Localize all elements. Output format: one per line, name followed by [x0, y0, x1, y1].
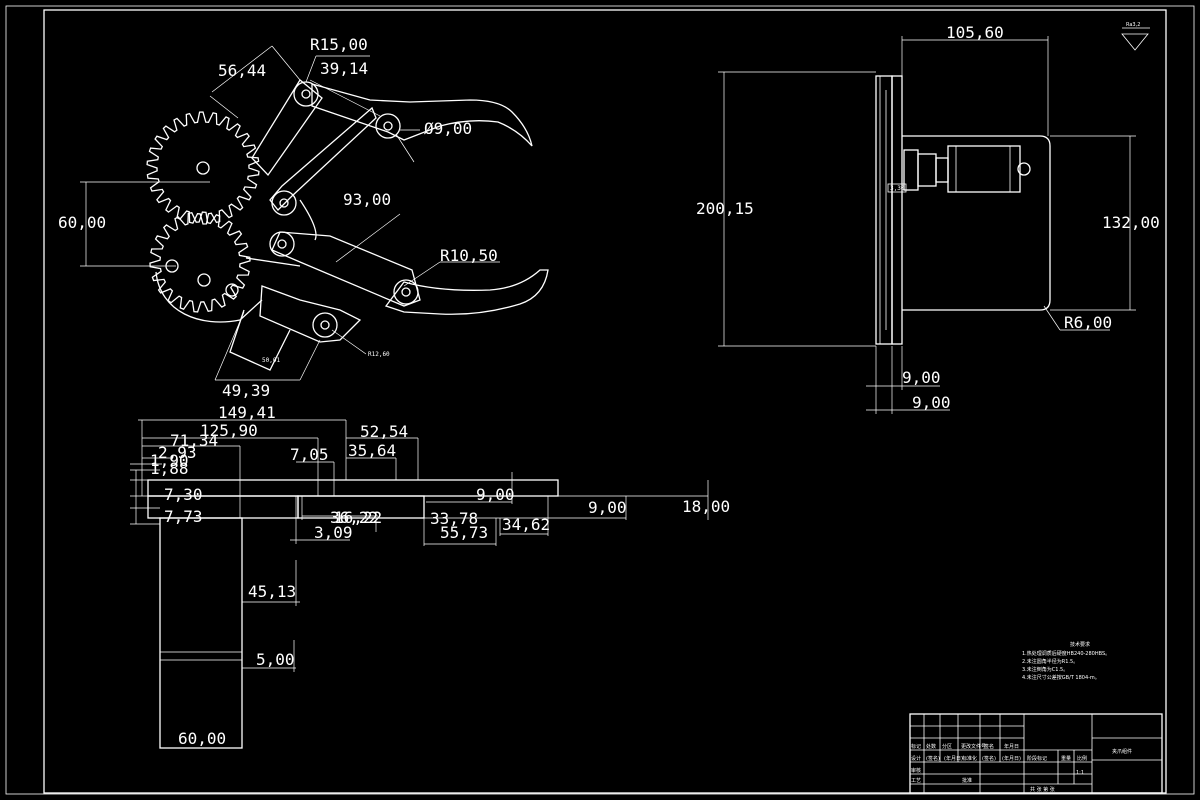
- dim-1-90: 1,90: [150, 451, 189, 470]
- roughness-value: Ra3,2: [1126, 22, 1140, 28]
- dim-7-30: 7,30: [164, 485, 203, 504]
- roughness-symbol: Ra3,2: [1121, 22, 1150, 51]
- dim-34-62: 34,62: [502, 515, 550, 534]
- standard-label: 标准化: [962, 755, 977, 762]
- dim-18: 18,00: [682, 497, 730, 516]
- dim-phi9: Ø9,00: [424, 119, 472, 138]
- dim-7-73: 7,73: [164, 507, 203, 526]
- dim-16-22: 16,22: [334, 508, 382, 527]
- scale-value: 1:1: [1076, 770, 1084, 776]
- dim-9-b: 9,00: [912, 393, 951, 412]
- dim-small-2: R12,60: [368, 351, 390, 358]
- dim-132: 132,00: [1102, 213, 1160, 232]
- lower-view: 149,41 125,90 71,34 52,54 2,93 1,90 1,88…: [130, 403, 730, 749]
- dim-3-09: 3,09: [314, 523, 353, 542]
- dim-9-b: 9,00: [588, 498, 627, 517]
- gripper-dimensions: [80, 45, 500, 381]
- standard-sign: (签名): [982, 755, 996, 762]
- dim-5: 5,00: [256, 650, 295, 669]
- process-label: 工艺: [911, 778, 921, 784]
- drawing-name: 夹爪组件: [1112, 748, 1132, 755]
- dim-71-34: 71,34: [170, 431, 218, 450]
- dim-r10-50: R10,50: [440, 246, 498, 265]
- row-label-change: 更改文件号: [961, 743, 986, 750]
- upper-finger: [269, 83, 533, 241]
- title-block: 夹爪组件 1:1 标记 处数 分区 更改文件号 签名 年月日 设计 (签名) (…: [909, 713, 1163, 794]
- dim-small-1: 50,01: [262, 357, 280, 364]
- dim-49-39: 49,39: [222, 381, 270, 400]
- tech-notes-title: 技术要求: [1070, 641, 1090, 648]
- tech-note-2: 2.未注圆角半径为R1.5。: [1022, 658, 1078, 665]
- dim-9-a: 9,00: [476, 485, 515, 504]
- dim-149-41: 149,41: [218, 403, 276, 422]
- design-label: 设计: [911, 755, 921, 762]
- lower-dimensions: [130, 419, 709, 749]
- dim-9-a: 9,00: [902, 368, 941, 387]
- dim-35-64: 35,64: [348, 441, 396, 460]
- stage-mark-header: 阶段标记: [1027, 755, 1047, 762]
- tech-note-1: 1.热处理调质后硬度HB240-280HBS。: [1022, 650, 1110, 657]
- row-label-zone: 分区: [942, 743, 952, 750]
- design-date: (年月日): [944, 755, 963, 762]
- dim-55-73: 55,73: [440, 523, 488, 542]
- drawing-frame: [5, 5, 1195, 795]
- dim-60: 60,00: [58, 213, 106, 232]
- lower-finger: [229, 269, 549, 371]
- dim-1-88: 1,88: [150, 459, 189, 478]
- standard-date: (年月日): [1002, 755, 1021, 762]
- sheet-count: 共 张 第 张: [1030, 786, 1055, 793]
- side-dimensions: [718, 36, 1136, 414]
- dim-36-22: 36,22: [330, 508, 378, 527]
- tech-note-4: 4.未注尺寸公差按GB/T 1804-m。: [1022, 674, 1100, 681]
- upper-gear: [146, 111, 260, 225]
- dim-93: 93,00: [343, 190, 391, 209]
- row-label-sign: 签名: [984, 743, 994, 750]
- dim-39-14: 39,14: [320, 59, 368, 78]
- technical-requirements: 技术要求 1.热处理调质后硬度HB240-280HBS。 2.未注圆角半径为R1…: [1022, 641, 1110, 681]
- review-label: 审核: [911, 767, 921, 774]
- tech-note-3: 3.未注倒角为C1.5。: [1022, 666, 1068, 673]
- dim-45-13: 45,13: [248, 582, 296, 601]
- weight-header: 重量: [1061, 755, 1071, 762]
- approve-label: 批准: [962, 777, 972, 784]
- dim-r15: R15,00: [310, 35, 368, 54]
- gripper-front-view: 56,44 R15,00 39,14 Ø9,00 60,00 93,00 R10…: [58, 35, 549, 400]
- dim-33-78: 33,78: [430, 509, 478, 528]
- dim-r6: R6,00: [1064, 313, 1112, 332]
- dim-105-60: 105,60: [946, 23, 1004, 42]
- scale-header: 比例: [1077, 755, 1087, 762]
- row-label-count: 处数: [926, 743, 936, 750]
- dim-small-a: 3,30: [890, 185, 905, 192]
- dim-2-93: 2,93: [158, 443, 197, 462]
- motor: [903, 145, 1031, 193]
- design-sign: (签名): [926, 755, 940, 762]
- dim-56-44: 56,44: [218, 61, 266, 80]
- dim-60: 60,00: [178, 729, 226, 748]
- dim-52-54: 52,54: [360, 422, 408, 441]
- dim-125-90: 125,90: [200, 421, 258, 440]
- row-label-mark: 标记: [911, 743, 921, 750]
- row-label-date: 年月日: [1004, 743, 1019, 750]
- dim-200-15: 200,15: [696, 199, 754, 218]
- dim-7-05: 7,05: [290, 445, 329, 464]
- side-view: 105,60 200,15 132,00 R6,00 9,00 9,00 3,3…: [696, 23, 1160, 414]
